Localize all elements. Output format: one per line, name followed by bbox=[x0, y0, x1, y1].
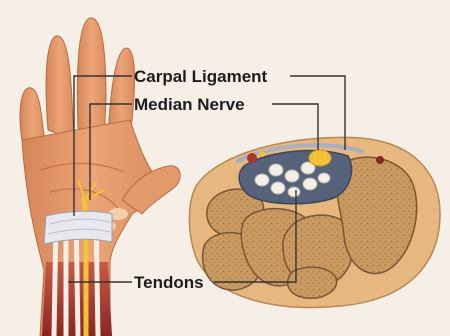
carpal-bone bbox=[288, 267, 337, 298]
hand-carpal-ligament bbox=[44, 211, 112, 244]
cross-section-median-nerve bbox=[309, 150, 331, 166]
middle-finger bbox=[77, 18, 106, 140]
ring-finger bbox=[46, 36, 74, 140]
tendons-label: Tendons bbox=[134, 273, 204, 292]
small-nerve bbox=[259, 151, 265, 157]
blood-vessel bbox=[376, 156, 384, 164]
median-nerve-label: Median Nerve bbox=[134, 95, 245, 114]
carpal-ligament-label: Carpal Ligament bbox=[134, 67, 268, 86]
blood-vessel bbox=[247, 153, 257, 163]
